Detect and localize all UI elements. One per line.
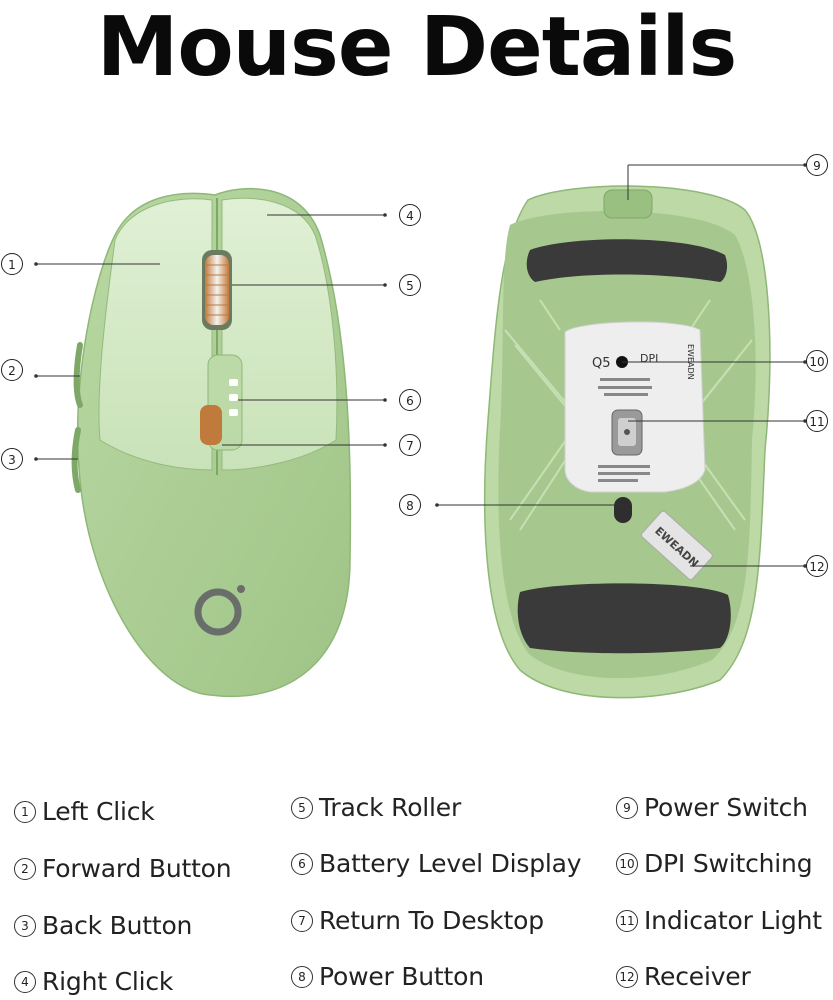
legend-item: 11 Indicator Light <box>616 906 822 935</box>
legend-number: 9 <box>616 796 638 819</box>
legend-label: Power Button <box>319 962 484 991</box>
legend-item: 10 DPI Switching <box>616 849 813 878</box>
leader-lines <box>36 164 805 567</box>
legend-number: 11 <box>616 909 638 932</box>
callout-7: 7 <box>399 434 421 456</box>
callout-6: 6 <box>399 389 421 411</box>
legend-label: DPI Switching <box>644 849 813 878</box>
legend-number: 3 <box>14 914 36 937</box>
mouse-bottom-view: Q5 DPI EWEADN EWEADN <box>483 185 771 699</box>
legend-item: 2 Forward Button <box>14 854 232 883</box>
legend-item: 4 Right Click <box>14 967 173 996</box>
legend-label: Right Click <box>42 967 174 996</box>
page-title: Mouse Details <box>96 0 738 95</box>
legend-label: Back Button <box>42 911 193 940</box>
legend-item: 12 Receiver <box>616 962 751 991</box>
model-label: Q5 <box>592 356 611 371</box>
legend-number: 1 <box>14 800 36 823</box>
legend-label: Battery Level Display <box>319 849 582 878</box>
callout-2: 2 <box>1 359 23 381</box>
legend-number: 10 <box>616 852 638 875</box>
legend-label: Left Click <box>42 797 155 826</box>
legend-label: Indicator Light <box>644 906 822 935</box>
legend-number: 5 <box>291 796 313 819</box>
callout-1: 1 <box>1 253 23 275</box>
legend-number: 4 <box>14 970 36 993</box>
legend-item: 6 Battery Level Display <box>291 849 582 878</box>
legend-item: 3 Back Button <box>14 911 192 940</box>
legend-item: 8 Power Button <box>291 962 484 991</box>
callout-12: 12 <box>806 555 828 577</box>
callout-4: 4 <box>399 204 421 226</box>
legend-label: Return To Desktop <box>319 906 544 935</box>
legend-item: 1 Left Click <box>14 797 155 826</box>
legend-label: Receiver <box>644 962 751 991</box>
legend-number: 7 <box>291 909 313 932</box>
callout-5: 5 <box>399 274 421 296</box>
legend-label: Track Roller <box>319 793 462 822</box>
callout-9: 9 <box>806 154 828 176</box>
callout-3: 3 <box>1 448 23 470</box>
legend-item: 7 Return To Desktop <box>291 906 544 935</box>
callout-8: 8 <box>399 494 421 516</box>
legend-number: 2 <box>14 857 36 880</box>
legend-number: 8 <box>291 965 313 988</box>
legend-item: 9 Power Switch <box>616 793 808 822</box>
legend-label: Forward Button <box>42 854 232 883</box>
legend-number: 12 <box>616 965 638 988</box>
legend-item: 5 Track Roller <box>291 793 461 822</box>
legend-label: Power Switch <box>644 793 808 822</box>
callout-10: 10 <box>806 350 828 372</box>
callout-11: 11 <box>806 410 828 432</box>
mouse-top-view <box>71 188 352 697</box>
dpi-label: DPI <box>640 352 658 365</box>
legend-number: 6 <box>291 852 313 875</box>
